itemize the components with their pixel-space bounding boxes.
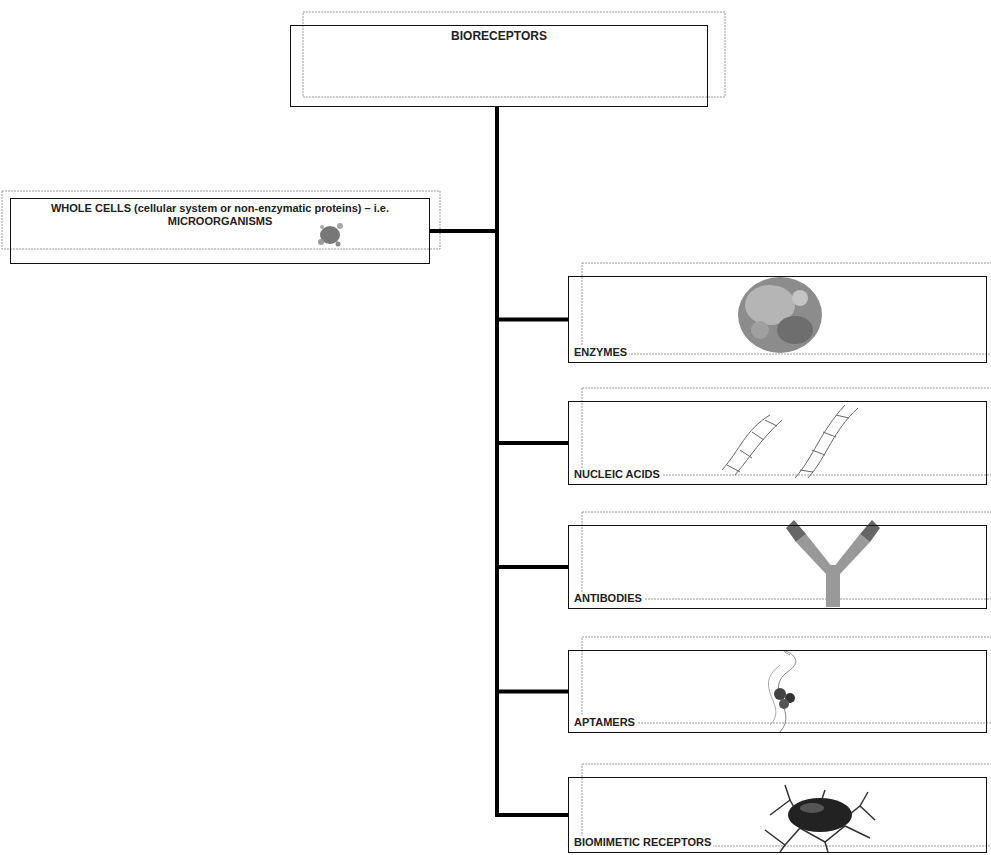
box-label: WHOLE CELLS (cellular system or non-enzy… — [17, 202, 423, 228]
antibody-icon — [786, 520, 880, 607]
box-label: ANTIBODIES — [572, 592, 644, 605]
tree-connector — [497, 107, 568, 815]
tree-connector — [497, 107, 568, 567]
category-box: BIOMIMETIC RECEPTORS — [568, 777, 987, 853]
tree-connector — [497, 107, 568, 692]
aptamer-icon — [768, 651, 795, 732]
enzyme-icon — [738, 277, 822, 353]
box-label: BIORECEPTORS — [451, 30, 547, 43]
tree-connector — [497, 107, 568, 443]
category-box: ANTIBODIES — [568, 525, 987, 609]
category-box: WHOLE CELLS (cellular system or non-enzy… — [10, 198, 430, 264]
box-label: ENZYMES — [572, 346, 629, 359]
category-box: APTAMERS — [568, 650, 987, 733]
box-label: APTAMERS — [572, 716, 637, 729]
shadow-frame — [2, 191, 440, 249]
box-label: BIOMIMETIC RECEPTORS — [572, 836, 713, 849]
tree-connector — [497, 107, 568, 320]
box-label: NUCLEIC ACIDS — [572, 468, 662, 481]
dna-icon — [722, 405, 858, 478]
microorganism-icon — [318, 223, 343, 247]
biomimetic-icon — [765, 785, 875, 852]
tree-connector — [430, 107, 497, 231]
category-box: ENZYMES — [568, 276, 987, 363]
shadow-frames — [2, 12, 991, 846]
root-box: BIORECEPTORS — [290, 25, 708, 107]
category-box: NUCLEIC ACIDS — [568, 401, 987, 485]
